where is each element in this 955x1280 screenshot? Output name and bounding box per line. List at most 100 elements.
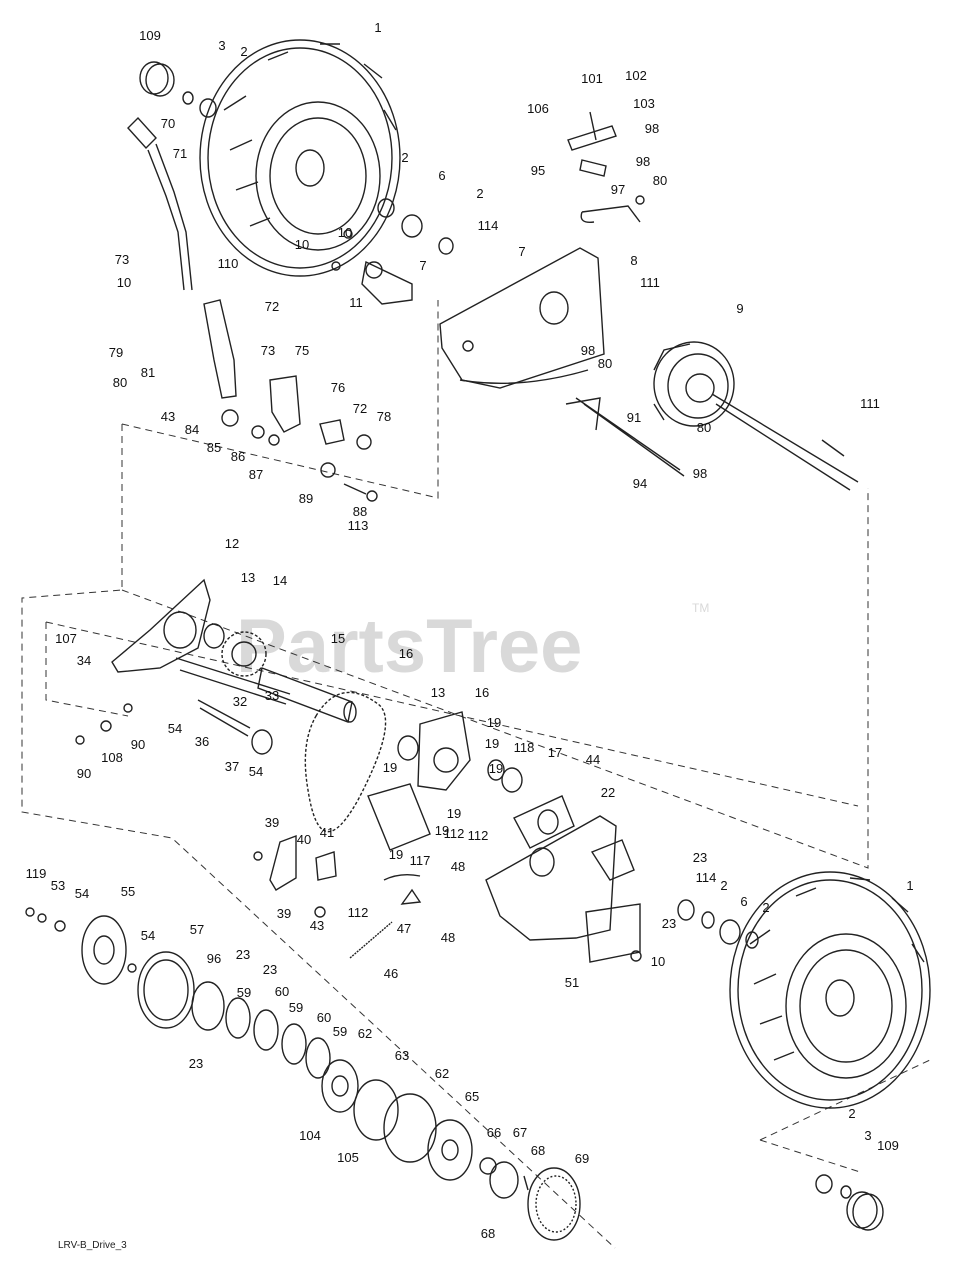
callout-c84: 84 <box>185 422 199 437</box>
callout-c36: 36 <box>195 734 209 749</box>
callout-c19a: 19 <box>487 715 501 730</box>
callout-c114a: 114 <box>478 218 499 233</box>
callout-c80c: 80 <box>598 356 612 371</box>
callout-c87: 87 <box>249 467 263 482</box>
callout-c97: 97 <box>611 182 625 197</box>
callout-c1a: 1 <box>374 20 381 35</box>
callout-c107: 107 <box>55 631 77 646</box>
callout-c70: 70 <box>161 116 175 131</box>
callout-c98c: 98 <box>581 343 595 358</box>
callout-c3b: 3 <box>864 1128 871 1143</box>
callout-c2c: 2 <box>476 186 483 201</box>
wheel-lower <box>729 871 931 1109</box>
callout-c104: 104 <box>299 1128 321 1143</box>
callout-c13a: 13 <box>241 570 255 585</box>
callout-c62a: 62 <box>358 1026 372 1041</box>
callout-c102: 102 <box>625 68 647 83</box>
callout-c118: 118 <box>514 740 535 755</box>
callout-c19e: 19 <box>447 806 461 821</box>
clutch-stack <box>25 907 581 1241</box>
callout-c57: 57 <box>190 922 204 937</box>
wheel-cap-lower <box>815 1174 884 1231</box>
shift-lever <box>127 116 378 502</box>
callout-c71: 71 <box>173 146 187 161</box>
callout-c94: 94 <box>633 476 647 491</box>
callout-c19f: 19 <box>435 823 449 838</box>
callout-c6a: 6 <box>438 168 445 183</box>
callout-c86: 86 <box>231 449 245 464</box>
callout-c19c: 19 <box>383 760 397 775</box>
callout-c48b: 48 <box>441 930 455 945</box>
callout-c54a: 54 <box>168 721 182 736</box>
callout-c90b: 90 <box>77 766 91 781</box>
callout-c109a: 109 <box>139 28 161 43</box>
callout-c112a: 112 <box>444 826 465 841</box>
callout-c75: 75 <box>295 343 309 358</box>
callout-c80b: 80 <box>113 375 127 390</box>
callout-c33: 33 <box>265 688 279 703</box>
callout-c7b: 7 <box>419 258 426 273</box>
callout-c2e: 2 <box>762 900 769 915</box>
callout-c112b: 112 <box>468 828 489 843</box>
mounting-plate-upper <box>439 247 605 389</box>
assembly-boundaries <box>21 300 931 1249</box>
callout-c65: 65 <box>465 1089 479 1104</box>
callout-c46: 46 <box>384 966 398 981</box>
callout-c19g: 19 <box>389 847 403 862</box>
callout-c16b: 16 <box>475 685 489 700</box>
callout-c43a: 43 <box>161 409 175 424</box>
callout-c108: 108 <box>101 750 123 765</box>
callout-c106: 106 <box>527 101 549 116</box>
callout-c73a: 73 <box>115 252 129 267</box>
callout-c37: 37 <box>225 759 239 774</box>
callout-c54d: 54 <box>141 928 155 943</box>
callout-c72a: 72 <box>265 299 279 314</box>
callout-c103: 103 <box>633 96 655 111</box>
callout-c6b: 6 <box>740 894 747 909</box>
callout-c85: 85 <box>207 440 221 455</box>
callout-c8: 8 <box>630 253 637 268</box>
callout-c48a: 48 <box>451 859 465 874</box>
callout-c90a: 90 <box>131 737 145 752</box>
callout-c19d: 19 <box>489 761 503 776</box>
callout-c14: 14 <box>273 573 287 588</box>
callout-c2d: 2 <box>720 878 727 893</box>
callout-c23a: 23 <box>693 850 707 865</box>
watermark-brand: PartsTree <box>236 604 582 689</box>
callout-c22: 22 <box>601 785 615 800</box>
callout-c10a: 10 <box>338 225 352 240</box>
callout-c2b: 2 <box>401 150 408 165</box>
callout-c54c: 54 <box>75 886 89 901</box>
watermark-trademark: TM <box>692 601 709 615</box>
callout-c32: 32 <box>233 694 247 709</box>
callout-c109b: 109 <box>877 1138 899 1153</box>
callout-c23b: 23 <box>662 916 676 931</box>
wheel-upper <box>199 39 401 277</box>
callout-c98d: 98 <box>693 466 707 481</box>
callout-c111a: 111 <box>640 275 660 290</box>
callout-c23c: 23 <box>236 947 250 962</box>
callout-c113: 113 <box>348 518 369 533</box>
callout-c96: 96 <box>207 951 221 966</box>
callout-c69: 69 <box>575 1151 589 1166</box>
callout-c62b: 62 <box>435 1066 449 1081</box>
callout-c80d: 80 <box>697 420 711 435</box>
transaxle <box>565 341 859 491</box>
callout-c54b: 54 <box>249 764 263 779</box>
callout-c2f: 2 <box>848 1106 855 1121</box>
callout-c80a: 80 <box>653 173 667 188</box>
callout-c59b: 59 <box>289 1000 303 1015</box>
callout-c95: 95 <box>531 163 545 178</box>
callout-c59c: 59 <box>333 1024 347 1039</box>
callout-c16a: 16 <box>399 646 413 661</box>
callout-c41: 41 <box>320 825 334 840</box>
callout-c81: 81 <box>141 365 155 380</box>
callout-c9: 9 <box>736 301 743 316</box>
diagram-code: LRV-B_Drive_3 <box>58 1240 127 1251</box>
callout-c51: 51 <box>565 975 579 990</box>
callout-c3a: 3 <box>218 38 225 53</box>
callout-c47: 47 <box>397 921 411 936</box>
callout-c2a: 2 <box>240 44 247 59</box>
callout-c1b: 1 <box>906 878 913 893</box>
